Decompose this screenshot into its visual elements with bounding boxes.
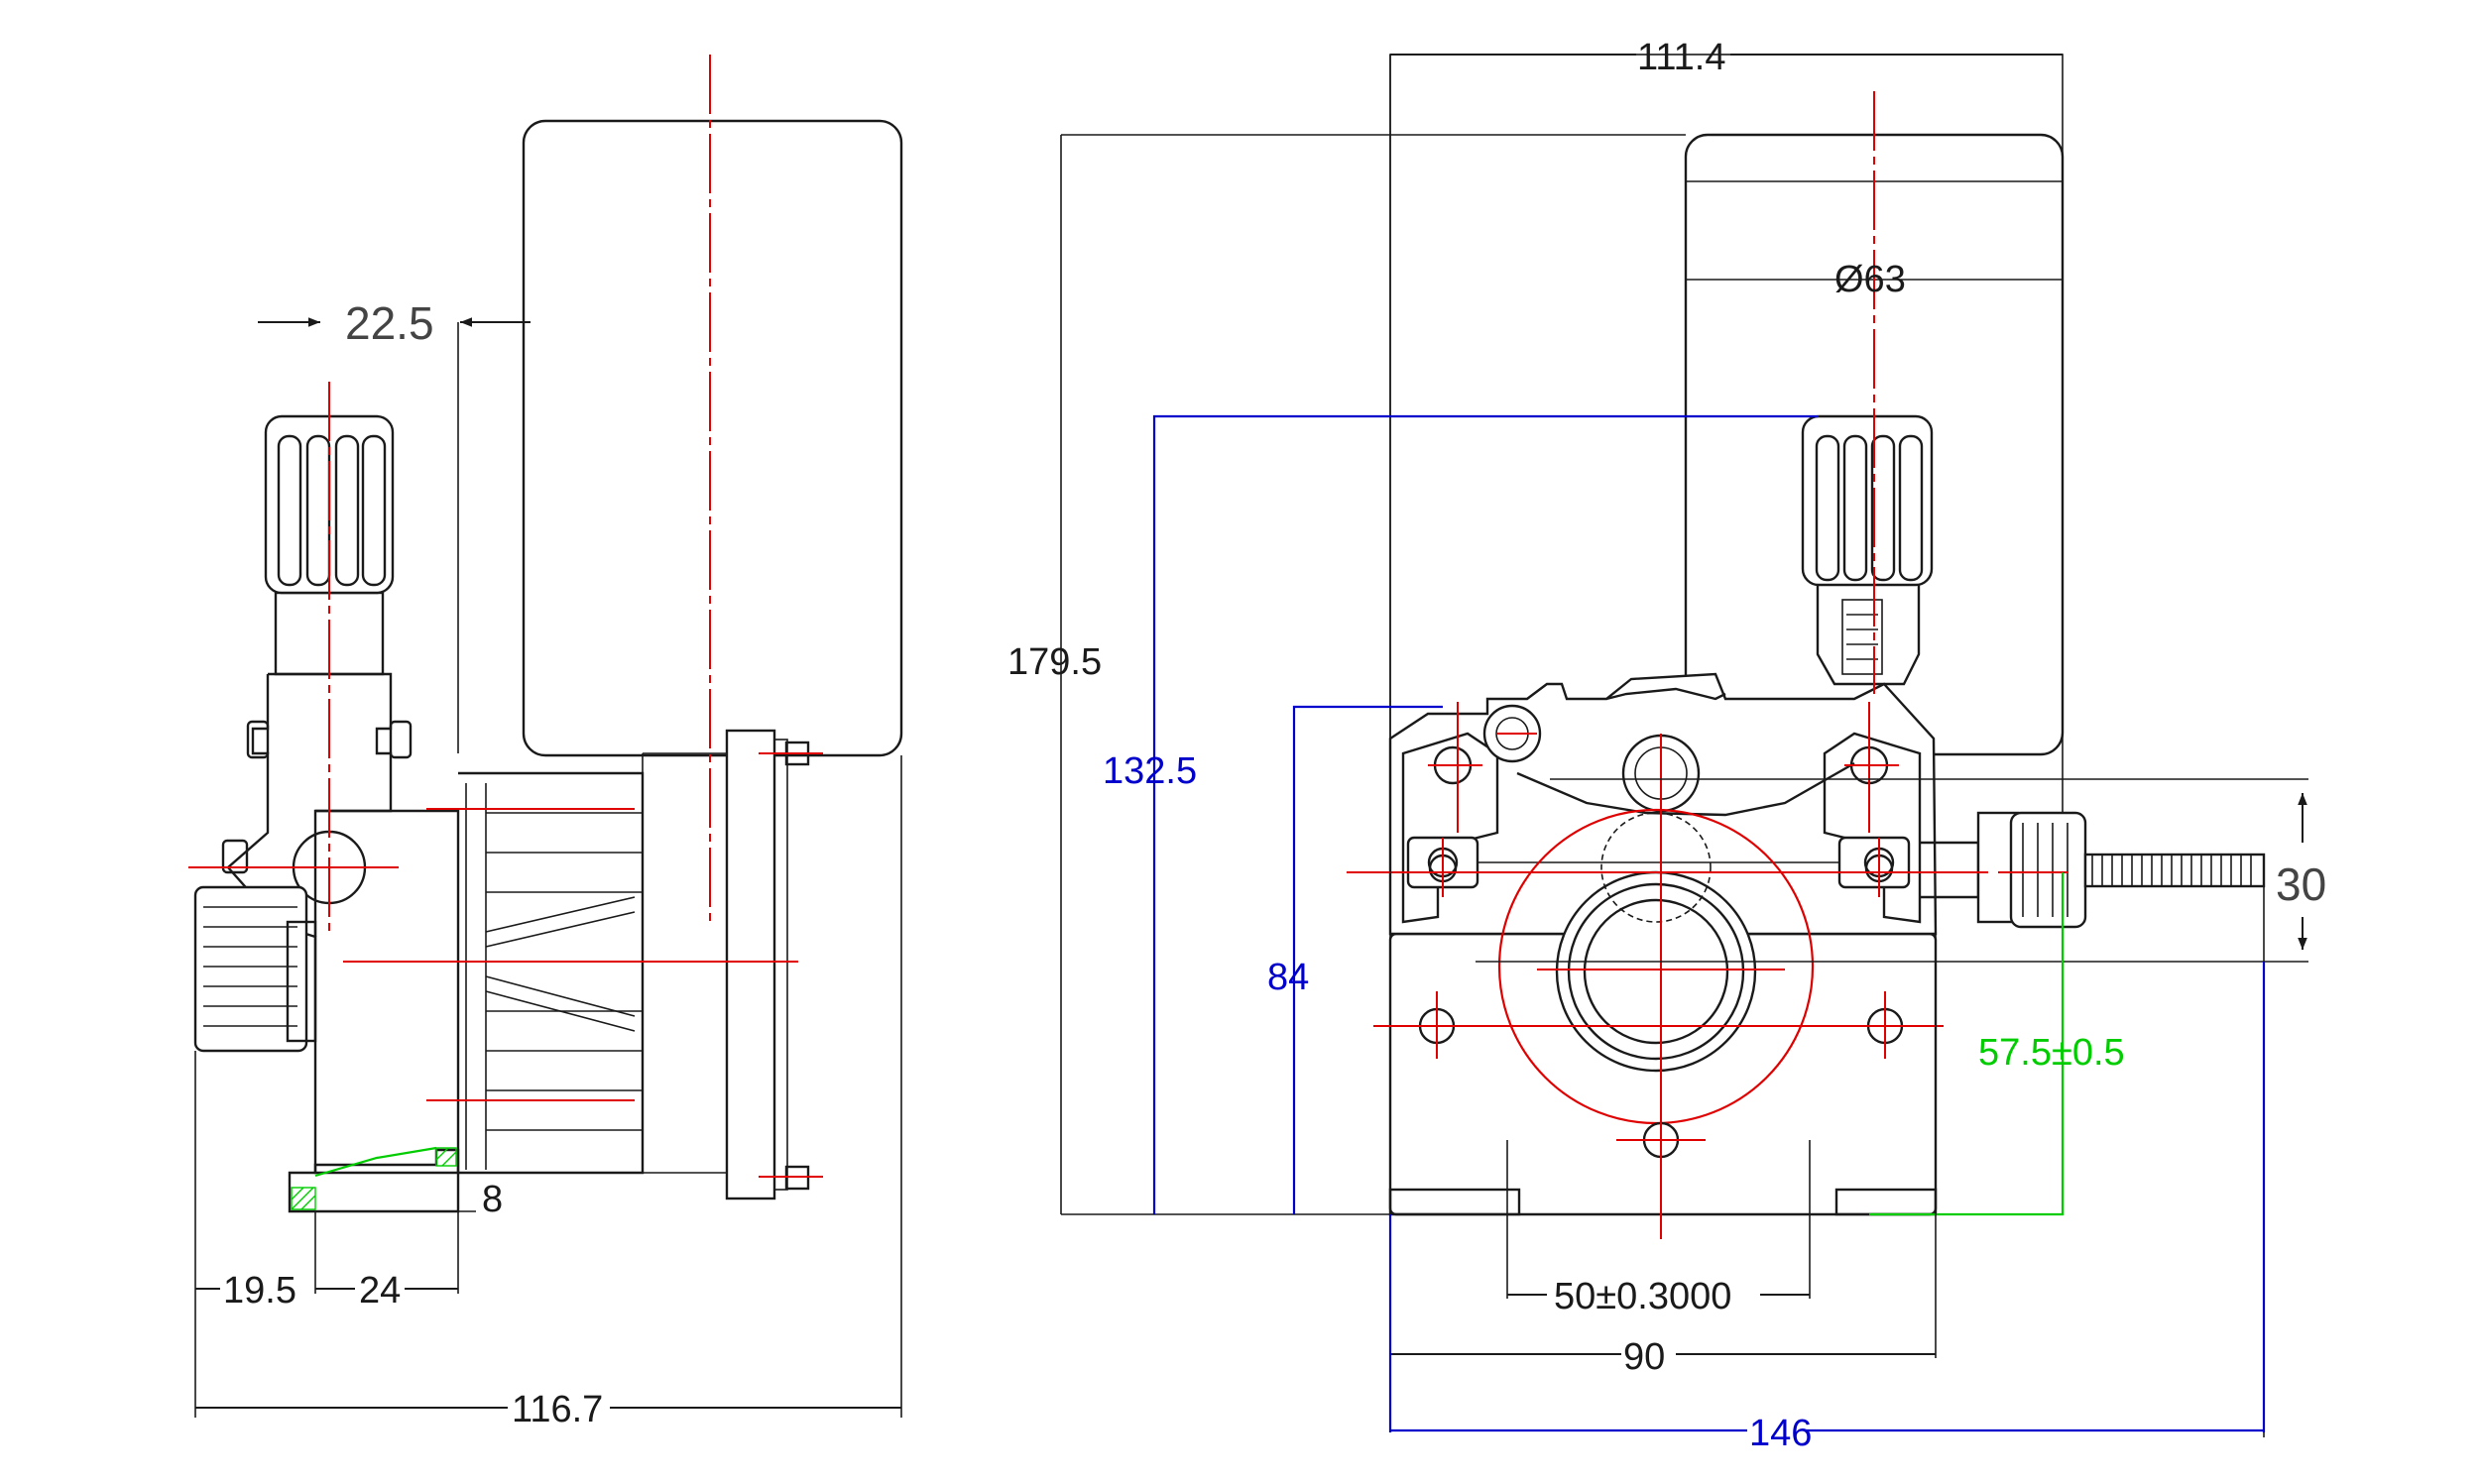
side-gearbox-rim <box>642 752 727 1174</box>
dim-mount-spacing: 50±0.3000 <box>1554 1276 1731 1317</box>
front-view: 111.4 Ø63 179.5 132.5 84 30 57.5±0.5 50±… <box>1007 37 2326 1454</box>
dim-motor-diameter: Ø63 <box>1834 259 1906 300</box>
front-base-foot-left <box>1388 1188 1521 1216</box>
dim-overall-height: 179.5 <box>1007 641 1102 683</box>
front-wire-inlet <box>1920 811 2266 929</box>
dim-roller-height: 84 <box>1267 957 1309 998</box>
front-adjust-knob <box>1801 414 1934 686</box>
front-drive-gear <box>1497 808 1815 1125</box>
side-arm-pin-left <box>246 720 270 759</box>
side-cooling-fins <box>465 783 643 1170</box>
dim-inlet-height: 57.5±0.5 <box>1978 1032 2125 1074</box>
front-lever-top <box>1605 687 1726 701</box>
side-centerlines <box>188 55 823 1178</box>
dim-base-width: 19.5 <box>223 1270 296 1312</box>
side-plate-edge <box>773 739 788 1191</box>
side-tension-arm <box>268 672 393 937</box>
dim-inlet-offset: 30 <box>2276 858 2326 910</box>
dim-overall-depth: 116.7 <box>512 1389 603 1430</box>
dim-motor-width: 111.4 <box>1637 37 1725 78</box>
side-arm-pin-right <box>389 720 413 759</box>
side-foot-hatch <box>291 1146 457 1210</box>
side-drive-gear <box>193 839 317 1053</box>
front-arm-left <box>1401 732 1499 924</box>
side-mount-plate <box>725 729 776 1200</box>
side-motor-body <box>522 119 903 757</box>
front-dimensions: 111.4 Ø63 179.5 132.5 84 30 57.5±0.5 50±… <box>1007 37 2326 1454</box>
dim-foot-height: 8 <box>482 1179 503 1220</box>
dim-knob-height: 132.5 <box>1103 750 1197 792</box>
dim-base-width: 90 <box>1623 1336 1665 1378</box>
front-base-foot-right <box>1834 1188 1938 1216</box>
side-plate-bolts <box>784 741 810 1191</box>
front-linkage <box>1516 761 1855 817</box>
side-dimensions: 22.5 19.5 24 8 116.7 <box>194 297 902 1430</box>
dim-overall-width: 146 <box>1749 1413 1812 1454</box>
dim-foot-width: 24 <box>359 1270 401 1312</box>
dim-offset-top: 22.5 <box>345 297 434 349</box>
side-view: 22.5 19.5 24 8 116.7 <box>188 55 903 1430</box>
front-centerlines <box>1347 91 2068 1239</box>
front-arm-right <box>1823 732 1922 924</box>
